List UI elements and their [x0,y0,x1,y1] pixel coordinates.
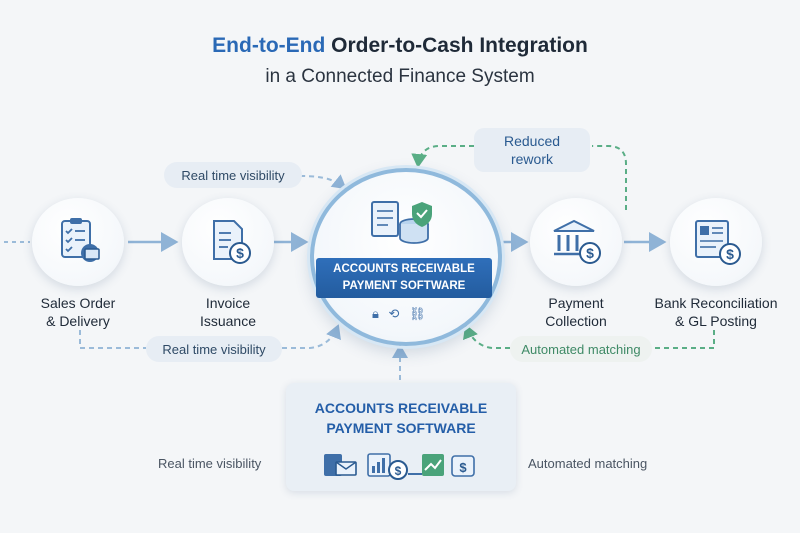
svg-text:$: $ [459,460,467,475]
sales-order-node [32,198,124,286]
ar-software-hub [310,168,502,346]
title-rest: Order-to-Cash Integration [325,34,588,57]
arrow-top-left-visibility [299,174,347,190]
panel-title-line1: ACCOUNTS RECEIVABLE [314,400,488,416]
payment-node: $ [530,198,622,286]
trend-dollar-icon: $ [422,454,475,477]
hub-line1: ACCOUNTS RECEIVABLE [333,263,475,275]
invoice-label: Invoice Issuance [170,294,286,330]
rework-line1: Reduced [503,133,561,149]
panel-feature-icons: $ $ [324,453,475,480]
hub-icon-wrap [366,196,442,259]
sales-order-line1: Sales Order [40,295,116,311]
svg-text:$: $ [395,464,402,478]
invoice-dollar-icon: $ [213,220,251,264]
sales-order-label: Sales Order & Delivery [20,294,136,330]
clipboard-checklist-icon [61,218,100,262]
sales-order-line2: & Delivery [46,313,110,329]
panel-title-line2: PAYMENT SOFTWARE [326,420,476,436]
documents-database-shield-icon [371,201,432,244]
title-accent: End-to-End [212,34,326,57]
bottom-right-matching-pill: Automated matching [510,336,652,362]
bank-reconciliation-label: Bank Reconciliation & GL Posting [640,294,792,330]
bank-line1: Bank Reconciliation [654,295,778,311]
reduced-rework-note: Reduced rework [474,128,590,172]
invoice-line1: Invoice [205,295,251,311]
rework-line2: rework [510,151,553,167]
payment-label: Payment Collection [518,294,634,330]
svg-text:$: $ [726,246,734,262]
bar-chart-dollar-icon: $ [367,453,408,480]
arrow-bottom-right-matching [466,326,715,349]
document-email-icon [324,454,357,476]
panel-right-text: Automated matching [528,456,648,471]
top-left-visibility-pill: Real time visibility [164,162,302,188]
page-title: End-to-End Order-to-Cash Integration [0,34,800,58]
page-subtitle: in a Connected Finance System [265,66,535,87]
bank-reconciliation-node: $ [670,198,762,286]
bottom-left-visibility-pill: Real time visibility [146,336,282,362]
svg-text:$: $ [236,245,244,261]
arrow-rework-loop [418,145,627,210]
link-icon: ⛓︎ [409,306,426,321]
sync-icon: ⟲ [388,306,400,321]
svg-text:$: $ [586,245,594,261]
hub-line2: PAYMENT SOFTWARE [342,280,466,292]
bank-line2: & GL Posting [675,313,757,329]
ledger-dollar-icon: $ [695,220,741,265]
invoice-node: $ [182,198,274,286]
payment-line1: Payment [548,295,604,311]
payment-line2: Collection [545,313,607,329]
panel-left-text: Real time visibility [158,456,262,471]
arrow-bottom-left-visibility [79,326,338,349]
panel-icons: $ $ [322,448,486,487]
hub-banner: ACCOUNTS RECEIVABLE PAYMENT SOFTWARE [316,258,492,298]
invoice-line2: Issuance [199,313,257,329]
panel-title: ACCOUNTS RECEIVABLE PAYMENT SOFTWARE [286,398,516,438]
bank-dollar-icon: $ [553,219,601,264]
lock-icon: 🔒︎ [372,306,379,321]
hub-mini-icons: 🔒︎ ⟲ ⛓︎ [372,306,426,322]
